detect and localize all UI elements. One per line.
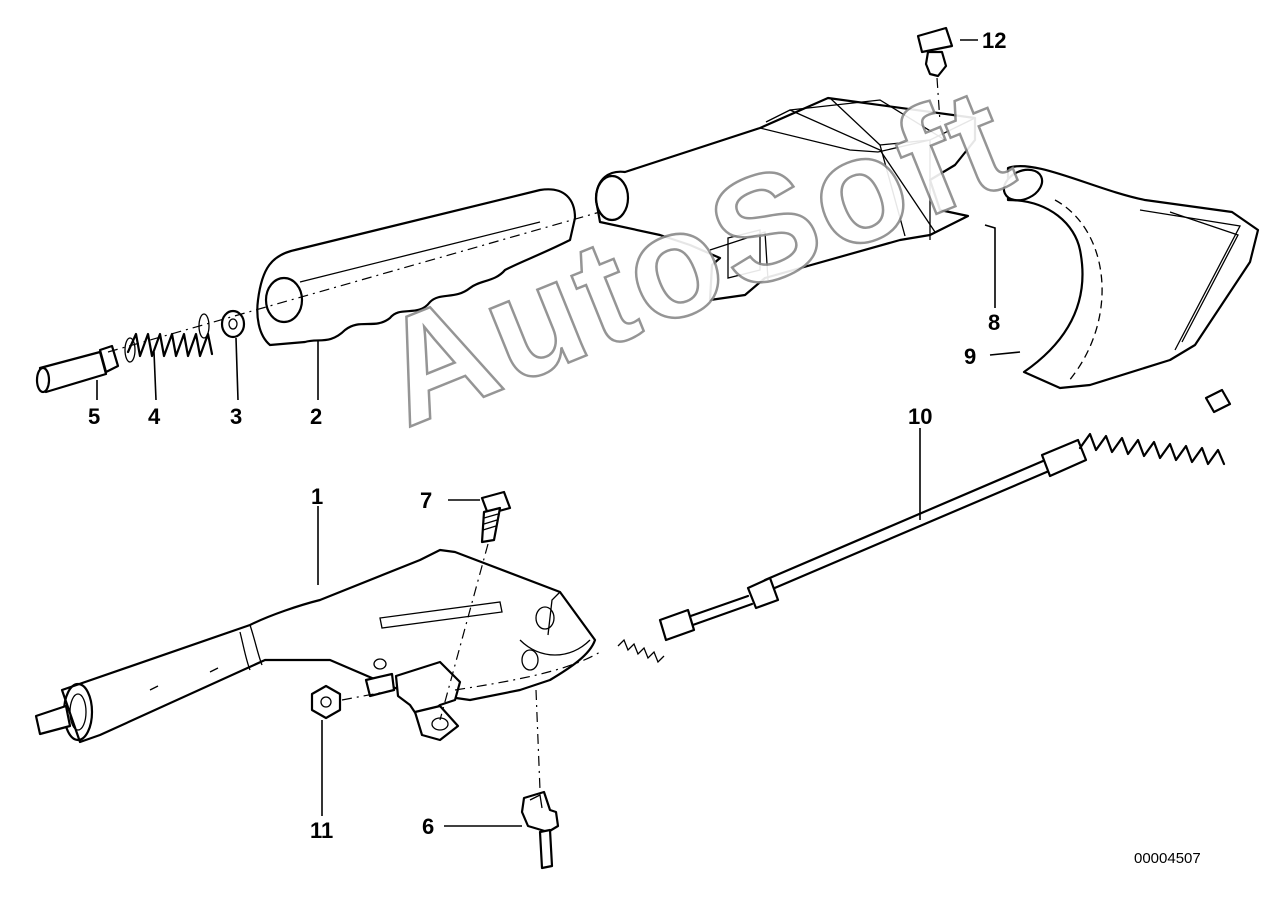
part-10-brake-cable (617, 388, 1232, 664)
callout-10: 10 (908, 404, 933, 429)
leader-lines (96, 39, 1021, 827)
bolt-axis-line (439, 543, 489, 721)
callout-12: 12 (982, 28, 1007, 53)
bracket (364, 660, 462, 742)
callout-8: 8 (988, 310, 1001, 335)
callout-7: 7 (420, 488, 433, 513)
grommet-axis-line (535, 689, 541, 791)
nut-axis-line (341, 689, 396, 701)
part-1-lever-arm (34, 548, 597, 744)
part-5-push-button (35, 344, 120, 394)
part-11-nut (310, 684, 342, 720)
callout-4: 4 (148, 404, 161, 429)
part-9-boot-cover (1002, 165, 1260, 390)
clip-axis-line (936, 77, 941, 123)
callout-3: 3 (230, 404, 243, 429)
assembly-axis-line (107, 211, 601, 353)
cable-lever-axis-line (454, 651, 601, 691)
callout-5: 5 (88, 404, 101, 429)
callout-6: 6 (422, 814, 435, 839)
part-12-clip (916, 26, 954, 78)
callout-1: 1 (311, 484, 324, 509)
part-6-grommet (520, 790, 560, 870)
callout-2: 2 (310, 404, 323, 429)
part-8-console-housing (594, 96, 977, 302)
reference-number: 00004507 (1134, 850, 1201, 867)
part-2-handle-grip (256, 188, 577, 347)
callout-11: 11 (310, 818, 334, 843)
callout-9: 9 (964, 344, 977, 369)
part-3-washer (220, 309, 246, 339)
part-4-spring (124, 313, 214, 363)
part-7-bolt (480, 490, 512, 544)
